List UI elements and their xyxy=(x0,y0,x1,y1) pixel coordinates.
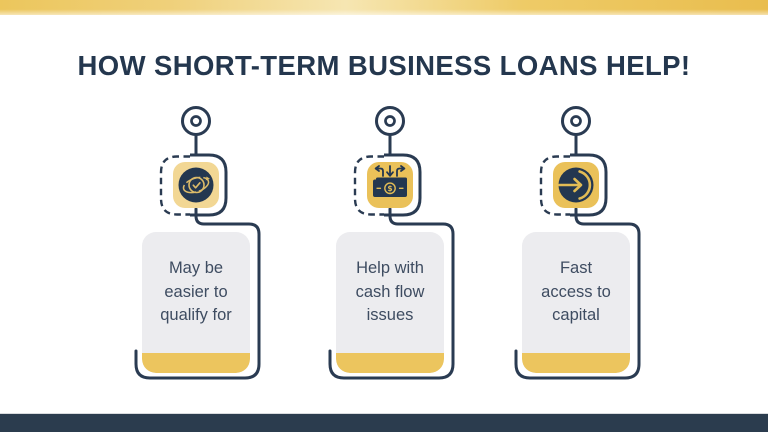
column-graphic xyxy=(514,106,641,380)
column-fast-access: Fast access to capital xyxy=(496,105,656,397)
top-accent-bar xyxy=(0,0,768,15)
card: Help with cash flow issues xyxy=(336,232,444,373)
card-label: May be easier to qualify for xyxy=(160,259,232,325)
card-label: Help with cash flow issues xyxy=(355,259,425,325)
column-qualify: May be easier to qualify for xyxy=(116,105,276,397)
svg-text:$: $ xyxy=(387,184,392,193)
node-circle-inner xyxy=(384,115,396,127)
connector-outline xyxy=(514,207,641,380)
connector-outline xyxy=(328,207,455,380)
card-label: Fast access to capital xyxy=(541,259,611,325)
node-circle-inner xyxy=(570,115,582,127)
cash-flow-icon: $ xyxy=(373,165,407,197)
bottom-accent-bar xyxy=(0,413,768,432)
icon-frame-solid xyxy=(190,153,228,217)
coin-turnover-icon xyxy=(178,167,214,203)
card: May be easier to qualify for xyxy=(142,232,250,373)
card-accent-strip xyxy=(336,353,444,373)
page-title: HOW SHORT-TERM BUSINESS LOANS HELP! xyxy=(77,50,691,81)
card-accent-strip xyxy=(142,353,250,373)
card-accent-strip xyxy=(522,353,630,373)
column-cashflow: $ Help with cash flow issues xyxy=(310,105,470,397)
connector-outline xyxy=(134,207,261,380)
icon-frame-solid xyxy=(384,153,422,217)
card: Fast access to capital xyxy=(522,232,630,373)
icon-frame-solid xyxy=(570,153,608,217)
node-circle-inner xyxy=(190,115,202,127)
column-graphic: $ xyxy=(328,106,455,380)
fast-access-icon xyxy=(558,167,594,203)
column-graphic xyxy=(134,106,261,380)
